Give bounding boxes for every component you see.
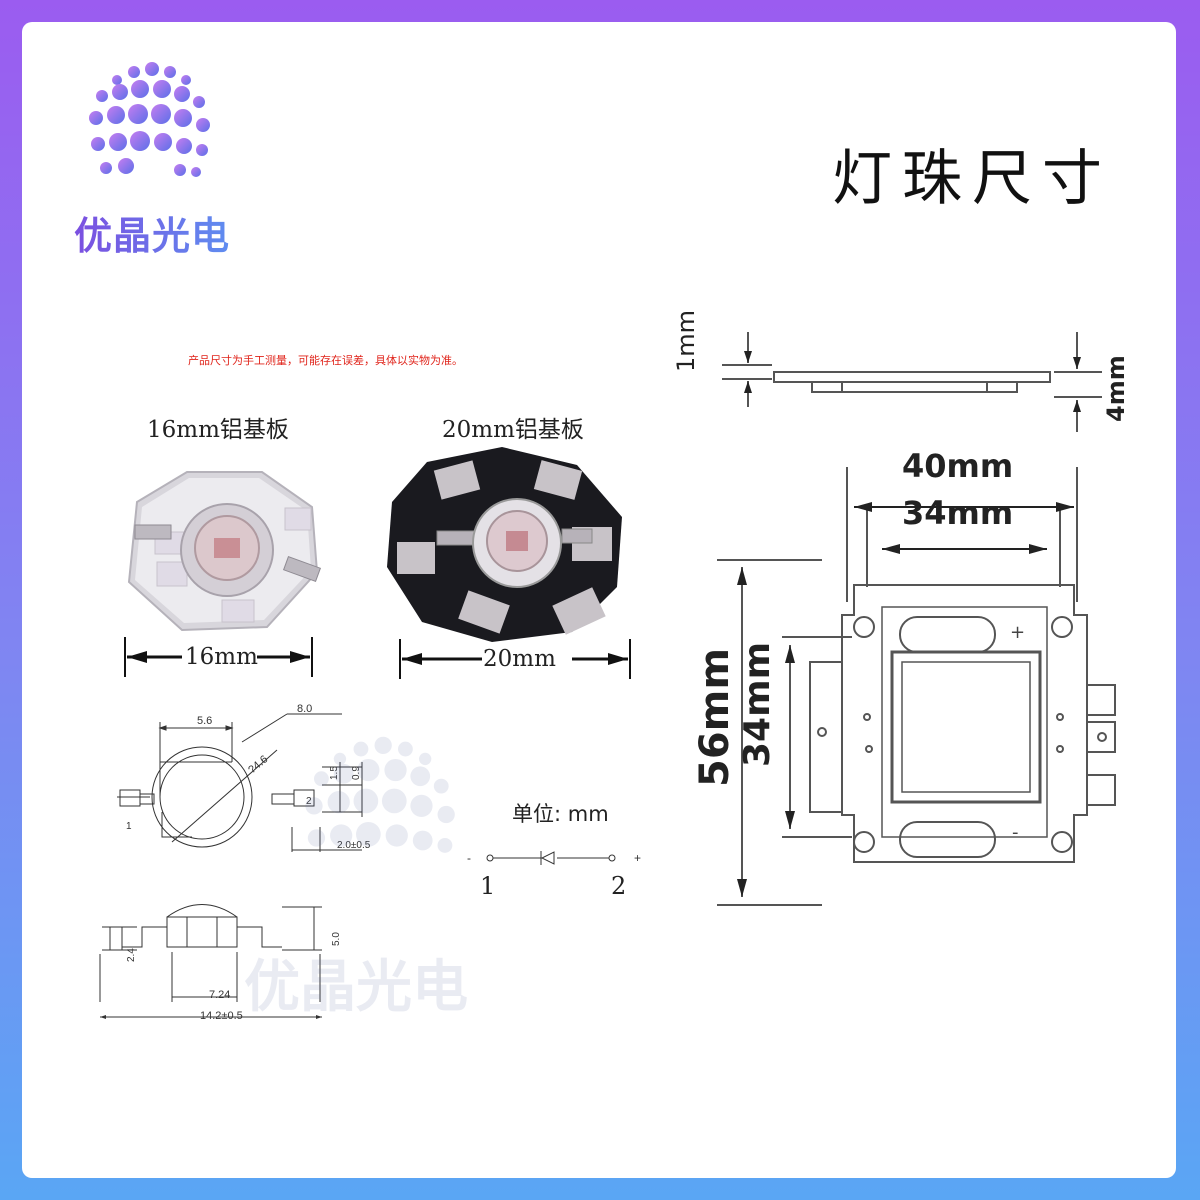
led-side-view-drawing [99, 904, 322, 1002]
led-20mm-photo [387, 447, 622, 642]
height-outer-label: 56mm [692, 647, 738, 787]
diode-pin-2: 2 [611, 872, 627, 900]
led-top-view-drawing [117, 713, 363, 852]
width-outer-label: 40mm [902, 447, 1014, 485]
dim-5-0: 5.0 [331, 932, 342, 946]
dim-4-6: ?4.6 [246, 753, 270, 776]
dimension-16mm [124, 637, 313, 677]
drawing-annotations: 5.6 8.0 ?4.6 1.5 0.9 2.0±0.5 1 2 2.4 5.0… [126, 703, 371, 1022]
page-title: 灯珠尺寸 [832, 144, 1112, 214]
dim-1-5: 1.5 [329, 766, 340, 780]
width-inner-label: 34mm [902, 494, 1014, 532]
dimension-label-20mm: 20mm [483, 646, 556, 672]
diode-plus: + [634, 851, 641, 865]
watermark-text: 优晶光电 [244, 955, 468, 1020]
diode-minus: - [467, 851, 471, 865]
cob-plus-mark: + [1010, 622, 1026, 643]
product-card: 优晶光电 灯珠尺寸 产品尺寸为手工测量，可能存在误差，具体以实物为准。 16mm… [22, 22, 1176, 1178]
dim-5-6: 5.6 [197, 715, 212, 727]
pin-tag-2: 2 [306, 796, 312, 807]
led-16mm-photo [127, 471, 322, 632]
dim-8-0: 8.0 [297, 703, 312, 715]
dimension-label-16mm: 16mm [185, 644, 258, 670]
dim-2-4: 2.4 [126, 948, 137, 962]
dim-14-2: 14.2±0.5 [200, 1010, 243, 1022]
product-label-20mm: 20mm铝基板 [442, 417, 584, 443]
dim-2-0: 2.0±0.5 [337, 840, 371, 851]
dim-0-9: 0.9 [351, 766, 362, 780]
cob-module-drawing [717, 332, 1116, 906]
brand-logo-icon [89, 62, 210, 177]
height-inner-label: 34mm [737, 641, 778, 767]
measurement-note: 产品尺寸为手工测量，可能存在误差，具体以实物为准。 [188, 354, 463, 367]
unit-label: 单位: mm [512, 802, 609, 826]
dimension-20mm [399, 639, 631, 679]
pin-tag-1: 1 [126, 821, 132, 832]
diode-symbol: - + [467, 851, 641, 865]
diode-pin-1: 1 [480, 872, 496, 900]
watermark-logo-icon [305, 736, 455, 853]
cob-minus-mark: - [1012, 822, 1019, 843]
brand-name: 优晶光电 [74, 205, 230, 260]
thickness-plate-label: 1mm [672, 309, 700, 372]
dim-7-24: 7.24 [209, 989, 230, 1001]
product-label-16mm: 16mm铝基板 [147, 417, 289, 443]
thickness-total-label: 4mm [1102, 355, 1130, 422]
led-side-view-baseline [100, 1015, 322, 1019]
